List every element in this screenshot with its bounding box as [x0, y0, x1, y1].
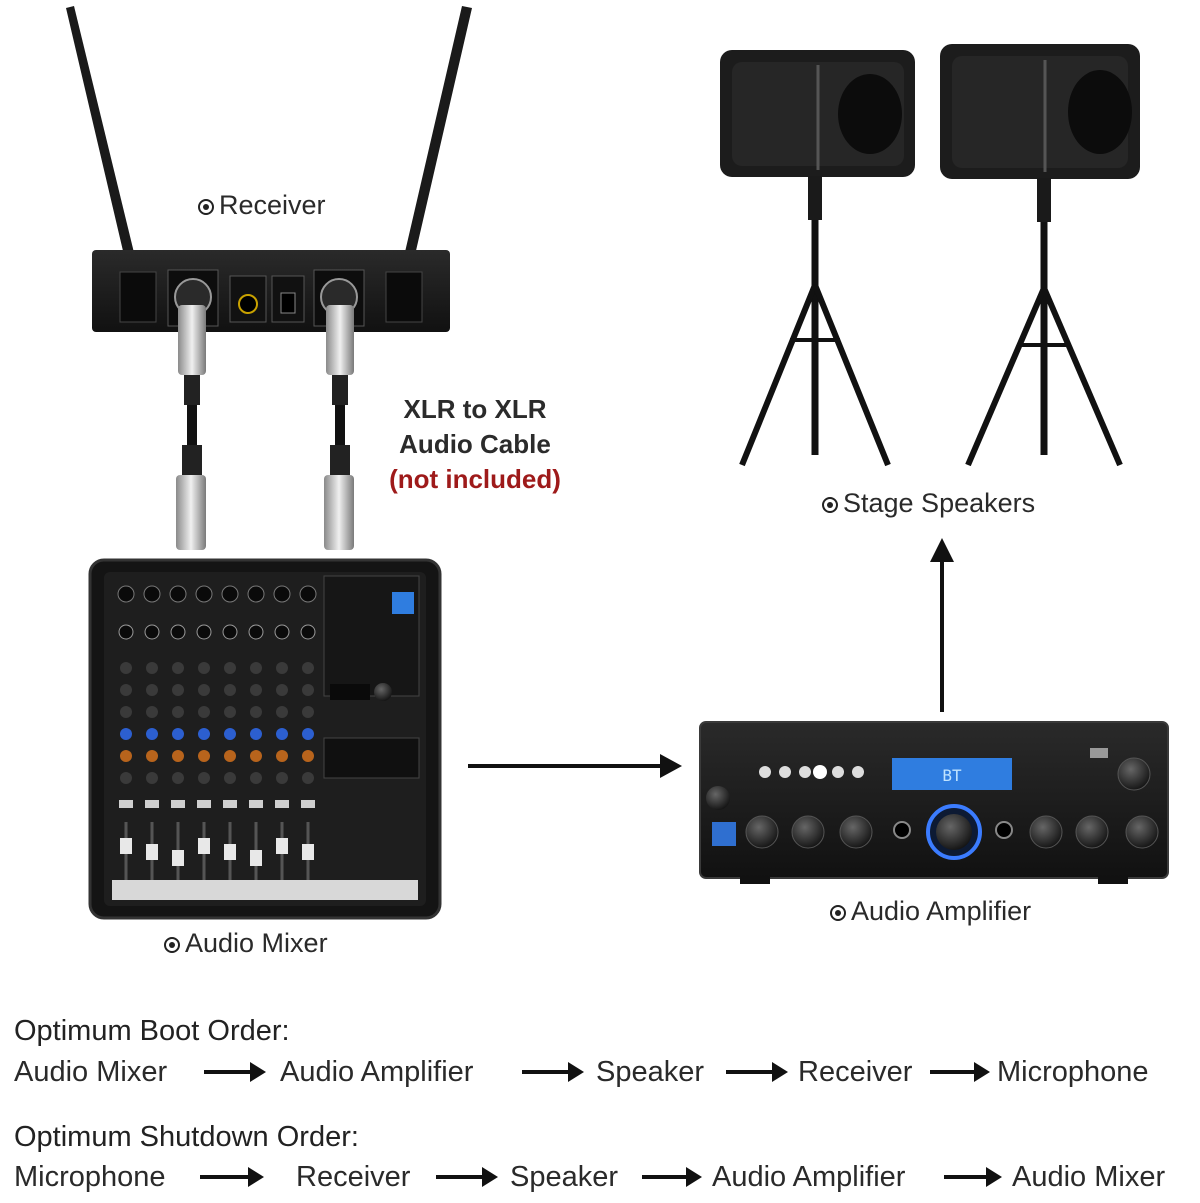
audio-amplifier-label: Audio Amplifier	[830, 898, 1031, 925]
boot-step-4: Receiver	[798, 1056, 913, 1088]
shutdown-step-4: Audio Amplifier	[712, 1161, 906, 1193]
cable-note: XLR to XLR Audio Cable (not included)	[360, 392, 590, 497]
shutdown-step-2: Receiver	[296, 1161, 411, 1193]
arrow-right-icon	[200, 1167, 264, 1187]
shutdown-order-title: Optimum Shutdown Order:	[14, 1121, 359, 1153]
boot-step-5: Microphone	[997, 1056, 1149, 1088]
bullet-icon	[164, 937, 180, 953]
bullet-icon	[198, 199, 214, 215]
boot-step-3: Speaker	[596, 1056, 705, 1088]
amp-display	[892, 758, 1012, 790]
svg-text:BT: BT	[942, 766, 962, 785]
shutdown-step-1: Microphone	[14, 1161, 166, 1193]
cable-note-line2: Audio Cable	[399, 429, 551, 459]
bullet-icon	[822, 497, 838, 513]
arrow-right-icon	[944, 1167, 1002, 1187]
cable-note-line1: XLR to XLR	[403, 394, 547, 424]
shutdown-step-3: Speaker	[510, 1161, 619, 1193]
arrow-amplifier-to-speakers	[930, 538, 954, 712]
shutdown-order-row: Microphone Receiver Speaker Audio Amplif…	[0, 1163, 1200, 1203]
boot-step-2: Audio Amplifier	[280, 1056, 474, 1088]
cable-note-not-included: (not included)	[389, 464, 561, 494]
xlr-cable-left	[176, 305, 206, 550]
stage-speaker-right	[940, 44, 1140, 467]
arrow-right-icon	[522, 1062, 584, 1082]
boot-step-1: Audio Mixer	[14, 1056, 168, 1088]
antenna-right	[402, 6, 472, 268]
audio-amplifier-device: BT	[699, 721, 1169, 884]
arrow-right-icon	[726, 1062, 788, 1082]
connection-diagram: BT	[66, 6, 1169, 920]
receiver-label: Receiver	[198, 192, 326, 219]
audio-mixer-label: Audio Mixer	[164, 930, 328, 957]
arrow-right-icon	[436, 1167, 498, 1187]
antenna-left	[66, 6, 137, 268]
xlr-cable-right	[324, 305, 354, 550]
arrow-mixer-to-amplifier	[468, 754, 682, 778]
stage-speaker-left	[720, 50, 915, 467]
boot-order-row: Audio Mixer Audio Amplifier Speaker Rece…	[0, 1058, 1200, 1098]
arrow-right-icon	[204, 1062, 266, 1082]
stage-speakers-label: Stage Speakers	[822, 490, 1035, 517]
arrow-right-icon	[930, 1062, 990, 1082]
receiver-device	[66, 6, 472, 332]
shutdown-step-5: Audio Mixer	[1012, 1161, 1166, 1193]
boot-order-title: Optimum Boot Order:	[14, 1015, 290, 1047]
audio-mixer-device	[88, 558, 442, 920]
bullet-icon	[830, 905, 846, 921]
arrow-right-icon	[642, 1167, 702, 1187]
